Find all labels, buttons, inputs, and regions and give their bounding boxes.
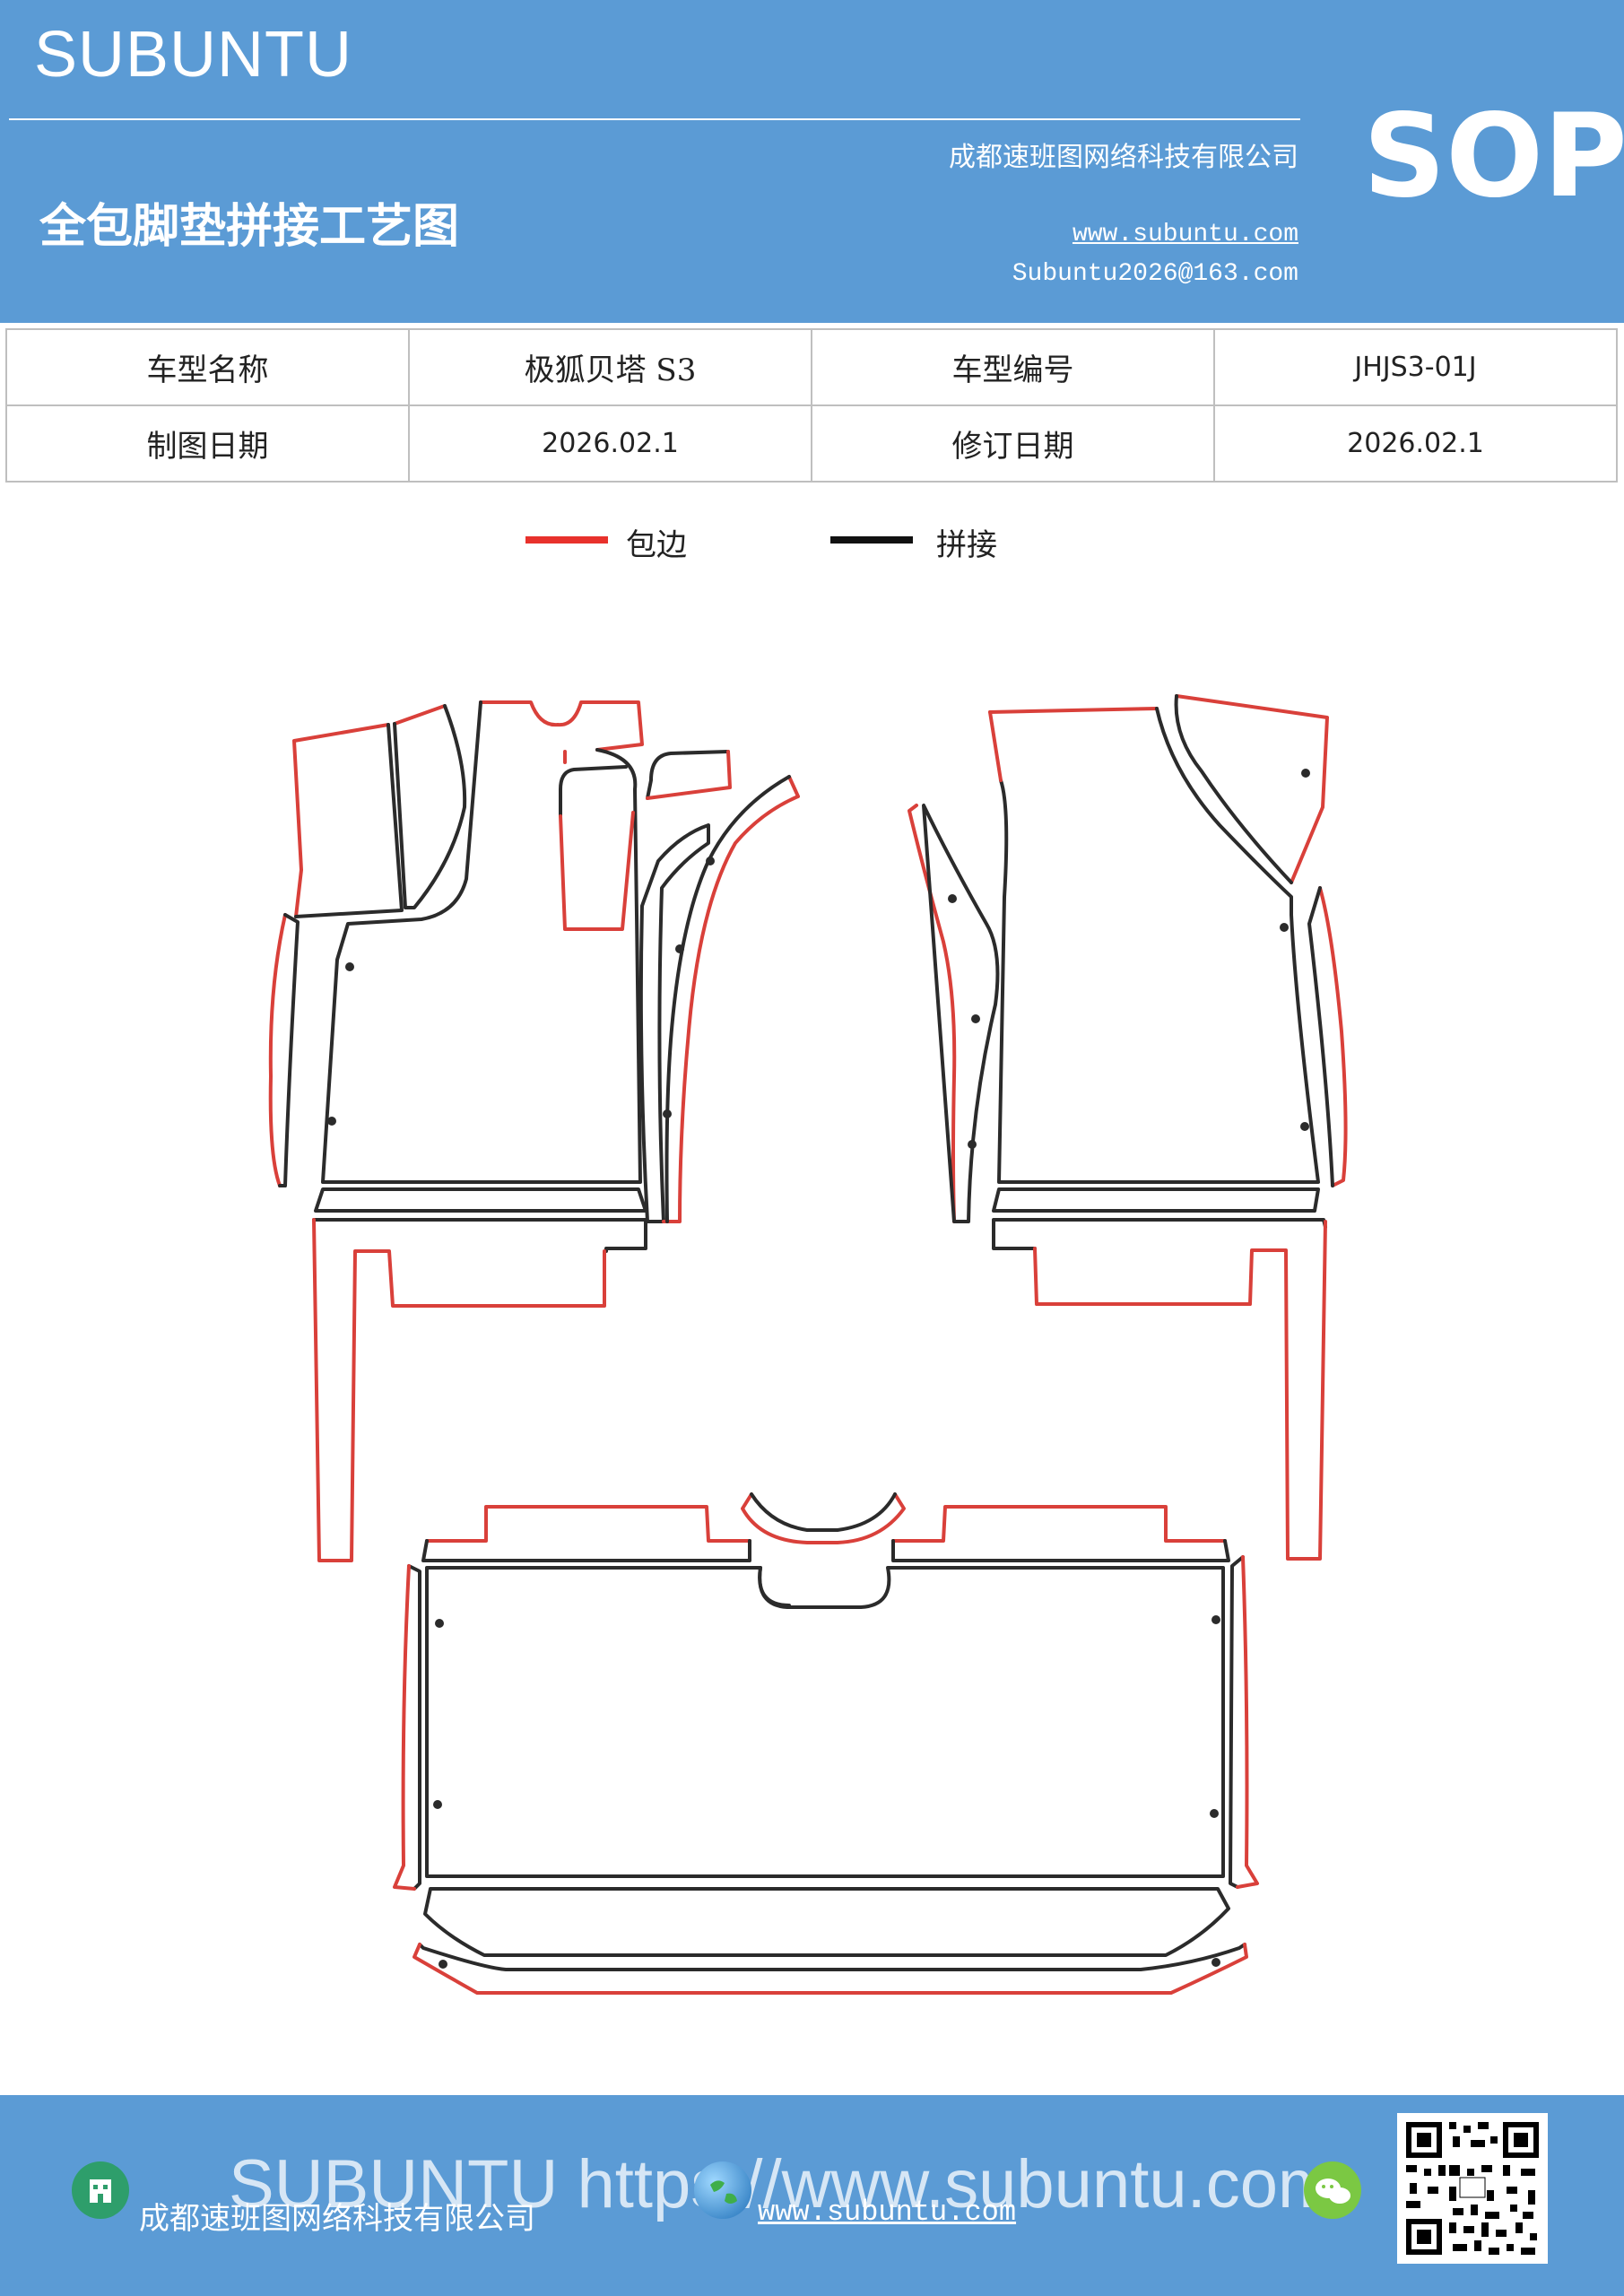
footer-website-link[interactable]: www.subuntu.com [758,2196,1017,2229]
mat-piece [407,1564,421,1891]
seam-dot [439,1960,447,1969]
mat-piece [1307,886,1334,1187]
seam-dot [435,1619,444,1628]
legend-label-edge: 包边 [626,527,687,563]
mat-piece [1318,886,1348,1187]
model-code-label: 车型编号 [811,328,1215,406]
mat-piece [988,707,1159,714]
table-row: 车型名称 极狐贝塔 S3 车型编号 JHJS3-01J [5,328,1618,406]
revision-date-label: 修订日期 [811,404,1215,483]
legend-label-seam: 拼接 [936,527,997,563]
legend-swatch-edge [525,536,608,544]
seam-dot [675,944,684,953]
mat-piece [646,750,730,800]
footer-watermark: SUBUNTU https://www.subuntu.com [229,2146,1335,2222]
mat-piece [418,1943,1246,1971]
model-name-value: 极狐贝塔 S3 [408,328,812,406]
website-link[interactable]: www.subuntu.com [1072,221,1298,248]
model-name-label: 车型名称 [5,328,410,406]
seam-dot [663,1109,672,1118]
mat-piece [393,704,447,726]
mat-piece [312,1218,606,1562]
qr-code[interactable] [1397,2113,1548,2264]
mat-piece [646,750,732,800]
company-name: 成都速班图网络科技有限公司 [949,142,1298,173]
mat-piece [292,723,390,918]
mat-piece [393,1564,416,1891]
passenger-mat-group [908,694,1348,1561]
mat-piece [891,1505,1227,1543]
mat-piece [908,804,957,1223]
mat-piece [423,1887,1230,1957]
mat-piece [992,1187,1320,1213]
model-code-value: JHJS3-01J [1213,328,1618,406]
mat-piece [758,1566,791,1607]
page-title: 全包脚垫拼接工艺图 [39,199,460,254]
seam-dot [948,894,957,903]
mat-piece [413,1943,1248,1995]
mat-piece [988,710,1003,782]
building-icon [72,2161,129,2219]
seam-dot [433,1800,442,1809]
mat-piece [425,1566,1225,1878]
mat-piece [278,913,300,1187]
brand-logo-text: SUBUNTU [34,19,353,91]
seam-dot [1300,1122,1309,1131]
vehicle-info-table: 车型名称 极狐贝塔 S3 车型编号 JHJS3-01J 制图日期 2026.02… [5,328,1618,483]
mat-piece [1175,694,1329,884]
mat-piece [922,804,1000,1223]
seam-dot [345,962,354,971]
drawing-date-value: 2026.02.1 [408,404,812,483]
table-row: 制图日期 2026.02.1 修订日期 2026.02.1 [5,404,1618,483]
driver-mat-group [268,700,800,1562]
legend: 包边 拼接 [0,520,1624,574]
mat-piece [664,775,791,1223]
footer-company-name: 成都速班图网络科技有限公司 [139,2201,535,2237]
seam-dot [1211,1958,1220,1967]
wechat-icon [1304,2161,1361,2219]
mat-piece [479,700,644,752]
mat-piece [1229,1555,1245,1889]
mat-piece [321,700,642,1184]
globe-icon [694,2161,751,2219]
mat-piece [294,723,404,918]
mat-piece [314,1187,647,1213]
seam-dot [1211,1615,1220,1624]
mat-piece [638,823,710,1223]
revision-date-value: 2026.02.1 [1213,404,1618,483]
seam-dot [1280,923,1289,932]
footer-banner: SUBUNTU https://www.subuntu.com 成都速班图网络科… [0,2095,1624,2296]
mat-piece [425,1505,751,1543]
mat-piece [741,1492,906,1544]
mat-piece [421,1539,751,1562]
seam-dot [971,1014,980,1023]
mat-piece [1033,1220,1327,1561]
mat-piece [559,811,635,931]
seam-dot [968,1140,977,1149]
seam-dot [327,1117,336,1126]
mat-piece [393,704,467,909]
header-banner: SUBUNTU 全包脚垫拼接工艺图 成都速班图网络科技有限公司 www.subu… [0,0,1624,323]
mat-piece [750,1492,897,1532]
email-address[interactable]: Subuntu2026@163.com [1012,260,1298,288]
seam-dot [706,857,715,865]
rear-mat-group [393,1492,1259,1995]
mat-piece [559,765,628,818]
sop-badge: SOP [1363,90,1624,223]
mat-piece [891,1539,1230,1562]
legend-swatch-seam [830,536,913,544]
mat-piece [312,1218,647,1253]
mat-piece [665,775,800,1223]
header-divider [9,118,1300,120]
mat-piece [1236,1555,1259,1889]
seam-dot [1301,769,1310,778]
seam-dot [1210,1809,1219,1818]
drawing-date-label: 制图日期 [5,404,410,483]
mat-piece [1174,694,1293,884]
mat-piece [268,913,287,1187]
mat-piece [997,707,1320,1184]
mat-piece [992,1218,1327,1250]
